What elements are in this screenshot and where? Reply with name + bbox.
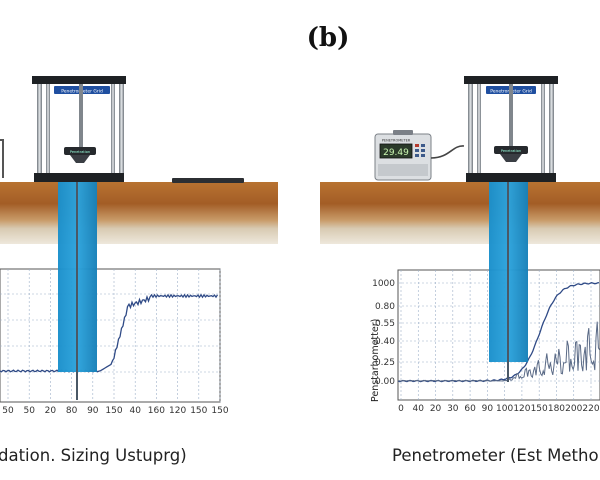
right-soil-layer	[320, 182, 600, 244]
right-panel: 29.49 PENETROMETER Penetrometer Grid	[320, 76, 600, 465]
right-frame-base	[466, 173, 556, 182]
right-readout-label: PENETROMETER	[382, 139, 411, 143]
right-x-tick-label: 0	[398, 404, 404, 414]
left-x-tick-label: 50	[23, 406, 35, 416]
right-x-tick-label: 20	[430, 404, 442, 414]
left-soil-layer	[0, 182, 278, 244]
right-y-tick-label: 0.00	[375, 377, 395, 387]
right-readout-unit: 29.49 PENETROMETER	[374, 130, 432, 181]
left-load-cell-label: Penetration	[70, 150, 90, 154]
left-caption: dation. Sizing Ustuprg)	[0, 446, 187, 465]
readout-button-3	[415, 149, 419, 152]
right-y-axis-label: Penstarhometter)	[370, 319, 381, 402]
right-x-tick-label: 180	[548, 404, 565, 414]
right-x-tick-label: 30	[447, 404, 459, 414]
left-cable	[0, 139, 4, 178]
right-readout-cable	[430, 145, 465, 159]
left-x-tick-label: 40	[129, 406, 141, 416]
right-readout-base	[378, 164, 428, 176]
left-x-tick-label: 150	[105, 406, 122, 416]
right-center-rod	[509, 84, 513, 150]
readout-button-5	[415, 154, 419, 157]
left-chart-grid	[0, 269, 221, 402]
right-y-tick-label: 0.80	[375, 302, 395, 312]
right-x-tick-label: 100	[496, 404, 513, 414]
left-x-tick-labels: 50 50 20 80 90 150 40 160 120 150 150	[2, 406, 229, 416]
right-probe-rod	[507, 182, 509, 382]
right-column-2	[477, 84, 481, 176]
right-x-tick-label: 40	[413, 404, 425, 414]
readout-button-1	[415, 144, 419, 147]
left-x-tick-label: 90	[87, 406, 99, 416]
right-load-cell	[494, 146, 528, 154]
left-panel: Penetrometer Grid Penetration 50 50 20 80 90…	[0, 76, 278, 465]
right-y-tick-label: 0.40	[375, 337, 395, 347]
right-caption: Penetrometer (Est Metho	[392, 446, 599, 465]
left-x-tick-label: 50	[2, 406, 14, 416]
right-readout-screen	[379, 143, 413, 159]
right-frame-crosshead	[464, 76, 558, 84]
left-ground-tray	[172, 178, 244, 183]
panel-label: (b)	[307, 23, 350, 53]
readout-button-4	[421, 149, 425, 152]
left-load-cell	[64, 147, 96, 155]
left-load-frame: Penetrometer Grid Penetration	[32, 76, 126, 182]
right-y-tick-labels: 1000 0.80 0.55 0.40 0.25 0.00	[372, 279, 395, 387]
right-x-tick-label: 120	[513, 404, 530, 414]
right-x-tick-label: 150	[531, 404, 548, 414]
left-x-tick-label: 120	[169, 406, 186, 416]
right-noise-curve	[397, 321, 600, 382]
right-column-3	[541, 84, 545, 176]
left-column-3	[111, 84, 115, 176]
right-readout-value: 29.49	[383, 148, 409, 158]
right-readout-handle	[393, 130, 413, 135]
right-x-tick-label: 220	[582, 404, 599, 414]
right-x-tick-label: 60	[464, 404, 476, 414]
left-column-1	[37, 84, 42, 176]
left-x-tick-label: 80	[66, 406, 78, 416]
right-readout-buttons	[415, 144, 425, 157]
right-x-tick-label: 90	[482, 404, 494, 414]
right-y-tick-label: 1000	[372, 279, 395, 289]
left-x-tick-label: 150	[211, 406, 228, 416]
right-y-tick-label: 0.25	[375, 358, 395, 368]
left-cone-head	[70, 155, 90, 163]
left-probe-rod	[76, 182, 78, 400]
right-cone-head	[500, 154, 522, 162]
readout-button-2	[421, 144, 425, 147]
left-penetration-curve	[0, 293, 219, 373]
left-x-tick-label: 20	[45, 406, 57, 416]
right-load-cell-label: Penetration	[501, 149, 521, 153]
right-load-frame: Penetrometer Grid Penetration	[464, 76, 558, 182]
left-center-rod	[79, 84, 83, 150]
left-frame-base	[34, 173, 124, 182]
left-frame-crosshead	[32, 76, 126, 84]
left-column-4	[119, 84, 124, 176]
left-x-tick-label: 160	[148, 406, 165, 416]
right-y-tick-label: 0.55	[375, 319, 395, 329]
left-chart-frame	[0, 268, 221, 403]
left-column-2	[46, 84, 50, 176]
left-x-tick-label: 150	[190, 406, 207, 416]
right-column-1	[468, 84, 473, 176]
right-column-4	[549, 84, 554, 176]
readout-button-6	[421, 154, 425, 157]
right-x-tick-label: 200	[565, 404, 582, 414]
